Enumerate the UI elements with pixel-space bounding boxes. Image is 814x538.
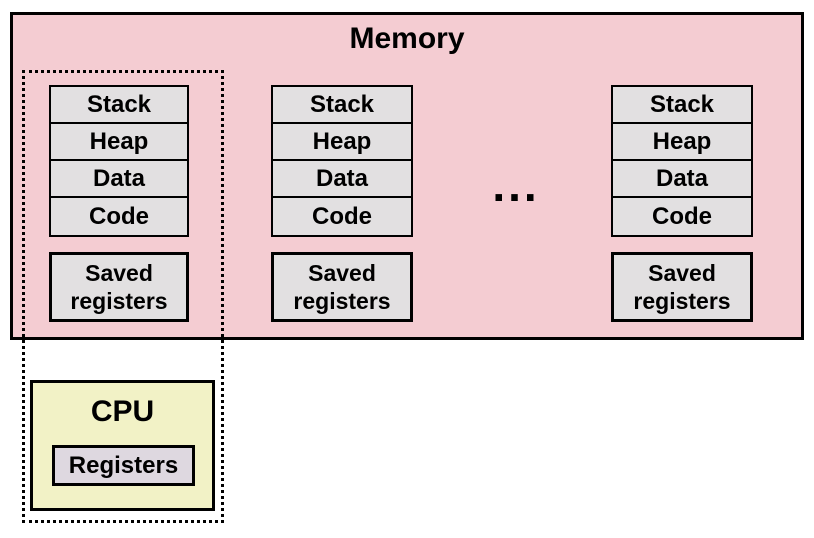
more-processes-ellipsis: ... [492, 159, 540, 211]
segment-stack: Stack [613, 87, 751, 124]
saved-registers-box-1: Saved registers [49, 252, 189, 322]
segment-heap: Heap [273, 124, 411, 161]
memory-title: Memory [349, 22, 465, 55]
saved-registers-box-3: Saved registers [611, 252, 753, 322]
cpu-title: CPU [90, 395, 155, 428]
cpu-registers-box: Registers [52, 445, 195, 486]
process-column-3: Stack Heap Data Code [611, 85, 753, 237]
segment-data: Data [273, 161, 411, 198]
process-column-2: Stack Heap Data Code [271, 85, 413, 237]
segment-code: Code [89, 202, 149, 230]
segment-code: Code [312, 202, 372, 230]
segment-heap: Heap [613, 124, 751, 161]
cpu-box: CPU Registers [30, 380, 215, 511]
segment-heap: Heap [51, 124, 187, 161]
segment-data: Data [51, 161, 187, 198]
segment-data: Data [613, 161, 751, 198]
process-context-dotted-outline [22, 70, 224, 523]
segment-stack: Stack [273, 87, 411, 124]
segment-stack: Stack [51, 87, 187, 124]
process-column-1: Stack Heap Data Code [49, 85, 189, 237]
segment-code: Code [652, 202, 712, 230]
saved-registers-box-2: Saved registers [271, 252, 413, 322]
